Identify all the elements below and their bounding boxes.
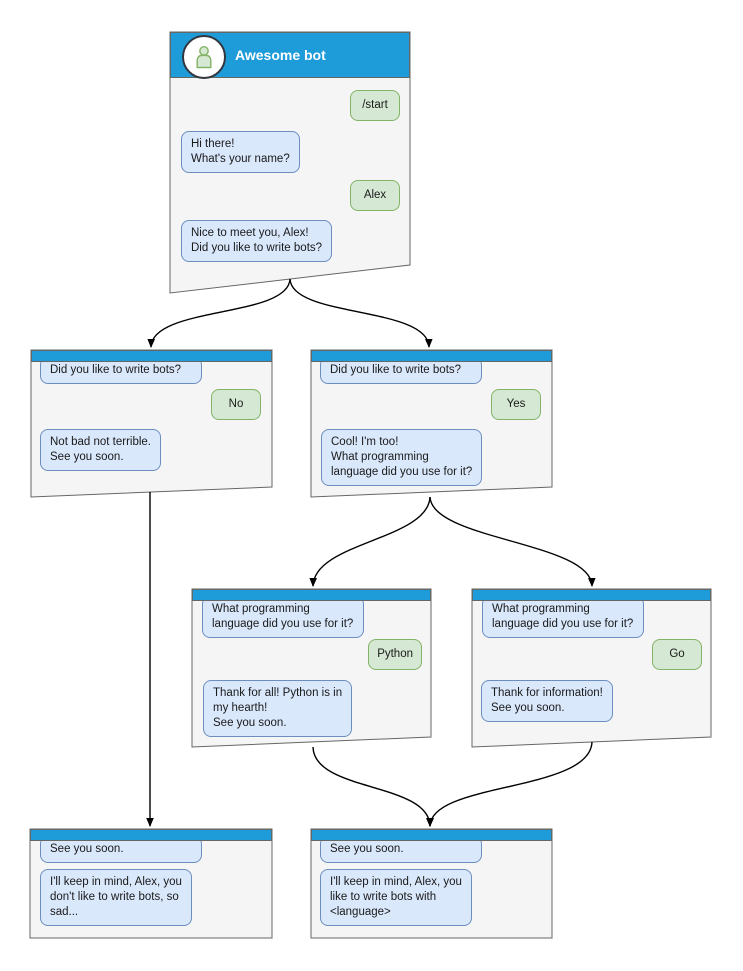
flow-arrow-python-to-end (312, 746, 434, 827)
flow-arrow-start-to-no (147, 278, 291, 348)
user-message-bubble: Python (368, 639, 422, 670)
chat-title: Awesome bot (235, 47, 326, 63)
avatar (182, 35, 226, 79)
bot-message-bubble: Cool! I'm too! What programming language… (321, 429, 483, 486)
user-message-bubble: Yes (491, 389, 541, 420)
chat-header-no (31, 350, 272, 362)
chat-header-yes (311, 350, 552, 362)
chat-header-go (472, 589, 711, 601)
flow-arrow-yes-to-go (429, 496, 596, 587)
bot-message-bubble: Not bad not terrible. See you soon. (40, 429, 162, 471)
user-message-bubble: No (211, 389, 261, 420)
chat-window-main: /start Hi there! What's your name? Alex … (170, 32, 410, 293)
bot-message-bubble: I'll keep in mind, Alex, you don't like … (40, 869, 192, 926)
bot-message-bubble: Hi there! What's your name? (181, 131, 300, 173)
bot-message-bubble: Thank for information! See you soon. (481, 680, 613, 722)
chat-window-yes: Did you like to write bots? Yes Cool! I'… (311, 350, 552, 497)
chat-header-python (192, 589, 431, 601)
chat-window-go: What programming language did you use fo… (472, 589, 711, 747)
flow-arrow-go-to-end (426, 741, 593, 827)
user-message-bubble: Alex (350, 180, 400, 211)
chat-header-end-no (30, 829, 272, 841)
flow-arrow-yes-to-python (309, 496, 431, 587)
flow-arrow-start-to-yes (289, 278, 433, 348)
bot-message-bubble: Thank for all! Python is in my hearth! S… (203, 680, 353, 737)
bot-message-bubble: What programming language did you use fo… (202, 596, 364, 638)
chat-window-no: Did you like to write bots? No Not bad n… (31, 350, 272, 497)
chat-window-end-no: See you soon. I'll keep in mind, Alex, y… (30, 829, 272, 938)
bot-avatar-icon (196, 46, 212, 69)
bot-message-bubble: What programming language did you use fo… (482, 596, 644, 638)
chat-header-main: Awesome bot (170, 32, 410, 79)
bot-message-bubble: I'll keep in mind, Alex, you like to wri… (320, 869, 472, 926)
user-message-bubble: /start (350, 90, 400, 121)
chat-window-python: What programming language did you use fo… (192, 589, 431, 747)
user-message-bubble: Go (652, 639, 702, 670)
chat-window-end-yes: See you soon. I'll keep in mind, Alex, y… (311, 829, 552, 938)
bot-message-bubble: Nice to meet you, Alex! Did you like to … (181, 220, 333, 262)
chat-header-end-yes (311, 829, 552, 841)
